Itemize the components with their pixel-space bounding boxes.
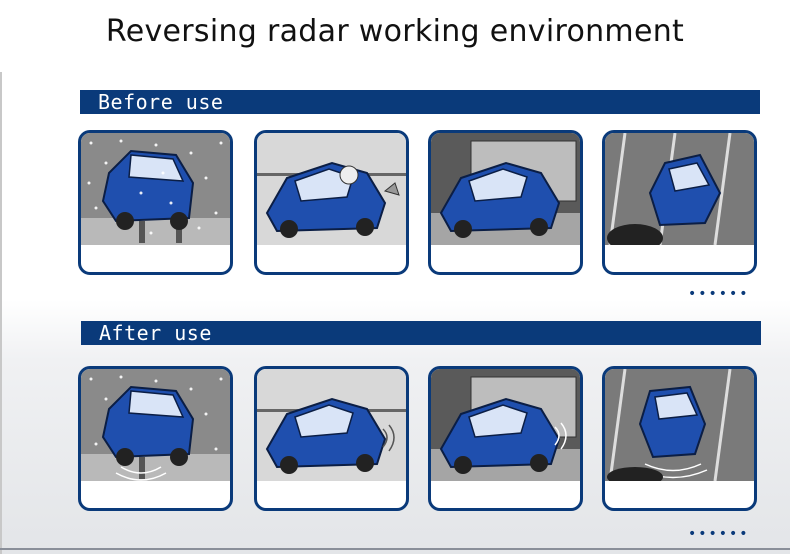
object-scene-radar-illustration bbox=[257, 369, 406, 481]
parking-scene-illustration bbox=[605, 133, 754, 245]
section-banner-after: After use bbox=[81, 321, 761, 345]
before-panel-garage bbox=[428, 130, 583, 275]
snow-scene-radar-illustration bbox=[81, 369, 230, 481]
page-edge-line bbox=[0, 72, 2, 554]
section-banner-before: Before use bbox=[80, 90, 760, 114]
bottom-rule bbox=[0, 548, 790, 550]
parking-scene-radar-illustration bbox=[605, 369, 754, 481]
more-indicator-after: •••••• bbox=[688, 526, 750, 542]
after-panel-object bbox=[254, 366, 409, 511]
more-indicator-before: •••••• bbox=[688, 286, 750, 302]
snow-scene-illustration bbox=[81, 133, 230, 245]
after-panel-snow bbox=[78, 366, 233, 511]
before-panel-object bbox=[254, 130, 409, 275]
before-panel-snow bbox=[78, 130, 233, 275]
garage-scene-radar-illustration bbox=[431, 369, 580, 481]
after-panel-garage bbox=[428, 366, 583, 511]
before-panel-parking bbox=[602, 130, 757, 275]
garage-scene-illustration bbox=[431, 133, 580, 245]
after-panel-parking bbox=[602, 366, 757, 511]
page-title: Reversing radar working environment bbox=[105, 14, 685, 49]
object-scene-illustration bbox=[257, 133, 406, 245]
